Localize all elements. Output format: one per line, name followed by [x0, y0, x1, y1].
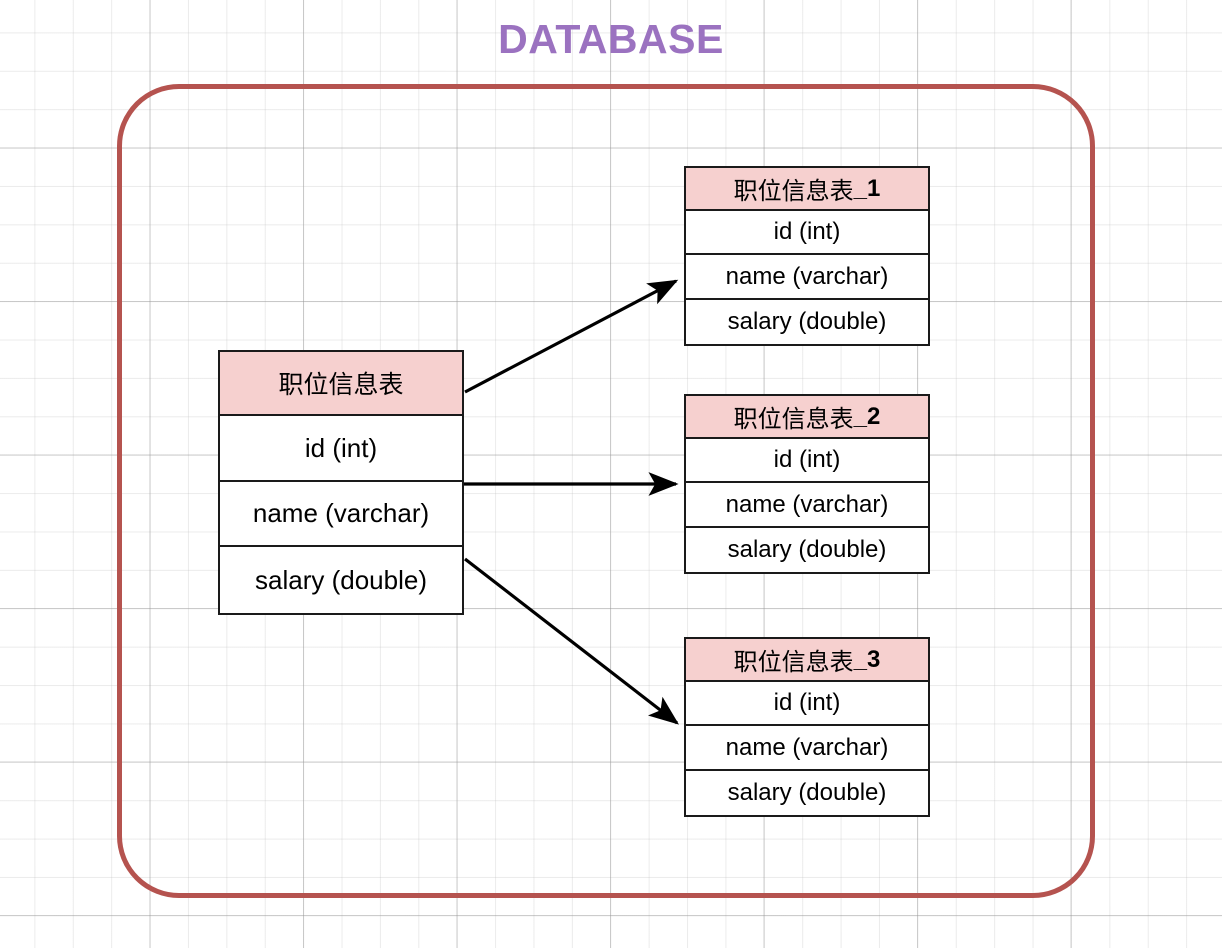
table-shard-3-header: 职位信息表_3 [686, 639, 928, 683]
table-shard-2-title-suffix: _2 [853, 402, 881, 430]
table-source-header: 职位信息表 [220, 352, 462, 417]
table-shard-1-title-suffix: _1 [853, 174, 881, 202]
table-source-row-salary: salary (double) [255, 564, 427, 595]
table-shard-1-row-id: id (int) [686, 211, 928, 256]
table-shard-1-header: 职位信息表_1 [686, 168, 928, 212]
table-shard-1[interactable]: 职位信息表_1 id (int) name (varchar) salary (… [684, 166, 930, 346]
table-shard-2-row-name: name (varchar) [686, 483, 928, 528]
table-source-row-name: name (varchar) [220, 482, 462, 548]
table-shard-3[interactable]: 职位信息表_3 id (int) name (varchar) salary (… [684, 637, 930, 817]
table-shard-1-title-base: 职位信息表 [733, 179, 854, 206]
table-source[interactable]: 职位信息表 id (int) name (varchar) salary (do… [218, 350, 464, 615]
table-shard-3-row-id: id (int) [686, 682, 928, 727]
table-shard-2[interactable]: 职位信息表_2 id (int) name (varchar) salary (… [684, 394, 930, 574]
table-shard-2-title-base: 职位信息表 [733, 407, 854, 434]
table-shard-2-header: 职位信息表_2 [686, 396, 928, 440]
table-shard-1-row-name: name (varchar) [686, 255, 928, 300]
table-shard-3-title-suffix: _3 [853, 645, 881, 673]
table-shard-2-row-id: id (int) [686, 439, 928, 484]
table-shard-3-row-salary: salary (double) [727, 778, 887, 806]
table-shard-3-title-base: 职位信息表 [733, 650, 854, 677]
table-shard-3-row-name: name (varchar) [686, 726, 928, 771]
page-title: DATABASE [498, 16, 724, 62]
table-source-title: 职位信息表 [278, 372, 404, 400]
table-shard-1-row-salary: salary (double) [727, 307, 887, 335]
table-source-row-id: id (int) [220, 416, 462, 482]
table-shard-2-row-salary: salary (double) [727, 535, 887, 563]
database-container [117, 84, 1095, 898]
